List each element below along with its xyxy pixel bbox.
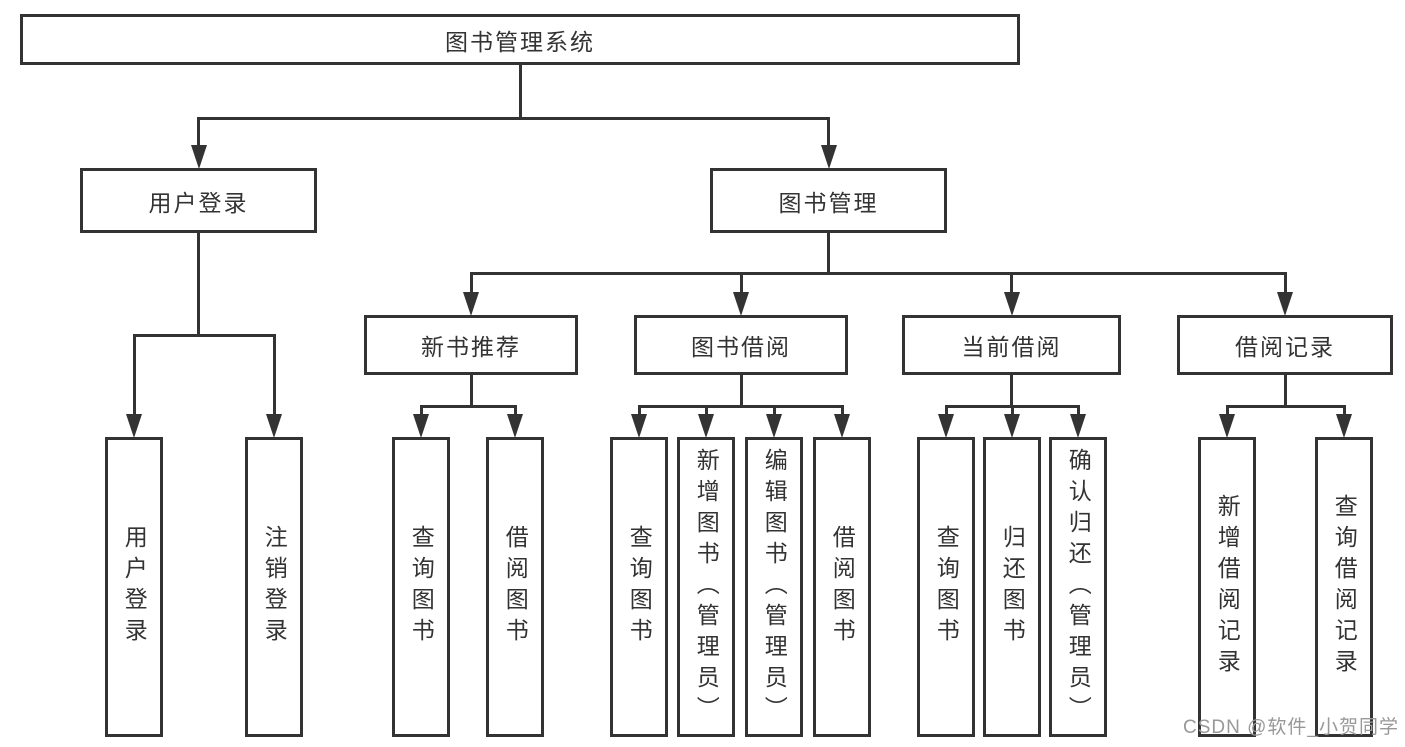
connector-line bbox=[827, 233, 830, 273]
node-label-root: 图书管理系统 bbox=[445, 28, 595, 55]
connector-line bbox=[419, 404, 517, 408]
node-leaf-br-add: 新增借阅记录 bbox=[1198, 437, 1256, 737]
arrowhead-down-icon bbox=[698, 414, 714, 438]
connector-line bbox=[772, 406, 776, 417]
arrowhead-down-icon bbox=[190, 145, 207, 169]
node-label-leaf-bb-add: 新增图书（管理员） bbox=[693, 447, 720, 727]
connector-line bbox=[637, 406, 641, 417]
node-label-leaf-cb-query: 查询图书 bbox=[933, 525, 960, 649]
connector-line bbox=[827, 118, 830, 148]
connector-line bbox=[637, 404, 844, 408]
node-root: 图书管理系统 bbox=[20, 14, 1020, 65]
connector-line bbox=[1010, 406, 1014, 417]
watermark: CSDN @软件_小贺同学 bbox=[1183, 717, 1399, 738]
node-label-leaf-nb-query: 查询图书 bbox=[408, 525, 435, 649]
node-label-new-books: 新书推荐 bbox=[421, 334, 521, 360]
node-leaf-bb-query: 查询图书 bbox=[610, 437, 668, 737]
arrowhead-down-icon bbox=[1070, 414, 1086, 438]
node-leaf-cb-query: 查询图书 bbox=[917, 437, 975, 737]
node-leaf-logout: 注销登录 bbox=[245, 437, 303, 737]
connector-line bbox=[1225, 406, 1229, 417]
node-label-leaf-bb-query: 查询图书 bbox=[626, 525, 653, 649]
node-leaf-user-login: 用户登录 bbox=[105, 437, 163, 737]
node-leaf-cb-confirm: 确认归还（管理员） bbox=[1049, 437, 1107, 737]
connector-line bbox=[1010, 273, 1013, 295]
node-leaf-nb-borrow: 借阅图书 bbox=[486, 437, 544, 737]
arrowhead-down-icon bbox=[1004, 414, 1020, 438]
node-label-leaf-nb-borrow: 借阅图书 bbox=[502, 525, 529, 649]
connector-line bbox=[419, 406, 423, 417]
connector-line bbox=[469, 273, 473, 295]
arrowhead-down-icon bbox=[820, 145, 837, 169]
node-label-leaf-br-add: 新增借阅记录 bbox=[1214, 494, 1241, 680]
node-leaf-cb-return: 归还图书 bbox=[983, 437, 1041, 737]
connector-line bbox=[272, 335, 276, 417]
node-label-borrow-records: 借阅记录 bbox=[1235, 334, 1335, 360]
connector-line bbox=[1283, 375, 1287, 406]
arrowhead-down-icon bbox=[1219, 414, 1235, 438]
node-leaf-bb-edit: 编辑图书（管理员） bbox=[745, 437, 803, 737]
node-label-book-borrow: 图书借阅 bbox=[691, 334, 791, 360]
connector-line bbox=[1076, 406, 1080, 417]
arrowhead-down-icon bbox=[507, 414, 523, 438]
node-user-login: 用户登录 bbox=[80, 168, 317, 233]
arrowhead-down-icon bbox=[1277, 292, 1293, 316]
node-label-leaf-user-login: 用户登录 bbox=[121, 525, 148, 649]
connector-line bbox=[1010, 375, 1013, 406]
connector-line bbox=[840, 406, 844, 417]
node-current-borrow: 当前借阅 bbox=[902, 315, 1121, 375]
node-book-borrow: 图书借阅 bbox=[634, 315, 848, 375]
connector-line bbox=[132, 335, 136, 417]
arrowhead-down-icon bbox=[1003, 292, 1020, 316]
connector-line bbox=[704, 406, 708, 417]
connector-line bbox=[197, 233, 200, 335]
node-label-leaf-cb-return: 归还图书 bbox=[999, 525, 1026, 649]
arrowhead-down-icon bbox=[733, 292, 749, 316]
connector-line bbox=[197, 118, 200, 148]
node-leaf-br-query: 查询借阅记录 bbox=[1315, 437, 1373, 737]
arrowhead-down-icon bbox=[266, 414, 282, 438]
connector-line bbox=[132, 333, 276, 337]
node-label-leaf-bb-borrow: 借阅图书 bbox=[829, 525, 856, 649]
arrowhead-down-icon bbox=[631, 414, 647, 438]
node-label-leaf-bb-edit: 编辑图书（管理员） bbox=[761, 447, 788, 727]
node-book-mgmt: 图书管理 bbox=[710, 168, 947, 233]
arrowhead-down-icon bbox=[938, 414, 954, 438]
node-leaf-nb-query: 查询图书 bbox=[392, 437, 450, 737]
arrowhead-down-icon bbox=[766, 414, 782, 438]
node-label-user-login: 用户登录 bbox=[148, 189, 249, 216]
connector-line bbox=[469, 271, 1287, 275]
connector-line bbox=[944, 406, 948, 417]
connector-line bbox=[739, 273, 743, 295]
connector-line bbox=[513, 406, 517, 417]
arrowhead-down-icon bbox=[413, 414, 429, 438]
connector-line bbox=[1283, 273, 1287, 295]
arrowhead-down-icon bbox=[1336, 414, 1352, 438]
connector-line bbox=[518, 65, 522, 118]
connector-line bbox=[197, 116, 830, 120]
arrowhead-down-icon bbox=[463, 292, 479, 316]
node-leaf-bb-add: 新增图书（管理员） bbox=[677, 437, 735, 737]
node-leaf-bb-borrow: 借阅图书 bbox=[813, 437, 871, 737]
arrowhead-down-icon bbox=[126, 414, 142, 438]
connector-line bbox=[739, 375, 743, 406]
node-label-leaf-br-query: 查询借阅记录 bbox=[1331, 494, 1358, 680]
node-label-current-borrow: 当前借阅 bbox=[961, 334, 1062, 360]
node-new-books: 新书推荐 bbox=[364, 315, 578, 375]
node-label-leaf-cb-confirm: 确认归还（管理员） bbox=[1065, 447, 1092, 727]
node-label-book-mgmt: 图书管理 bbox=[778, 189, 879, 216]
connector-line bbox=[1342, 406, 1346, 417]
arrowhead-down-icon bbox=[834, 414, 850, 438]
connector-line bbox=[1225, 404, 1346, 408]
node-borrow-records: 借阅记录 bbox=[1177, 315, 1393, 375]
node-label-leaf-logout: 注销登录 bbox=[261, 525, 288, 649]
connector-line bbox=[469, 375, 473, 406]
